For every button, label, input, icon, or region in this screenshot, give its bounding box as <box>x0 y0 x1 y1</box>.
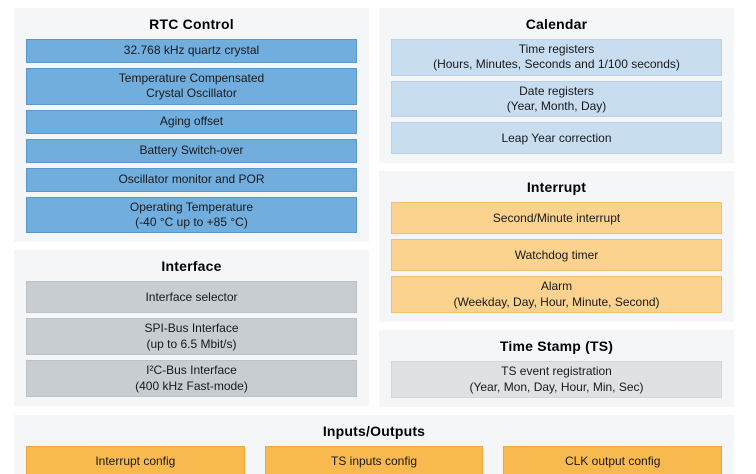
section-interface: Interface Interface selector SPI-Bus Int… <box>14 250 369 406</box>
section-title-calendar: Calendar <box>525 16 588 32</box>
section-title-interrupt: Interrupt <box>526 179 587 196</box>
box-interface-selector: Interface selector <box>26 281 357 314</box>
box-watchdog-timer: Watchdog timer <box>391 239 722 272</box>
section-interrupt: Interrupt Second/Minute interrupt Watchd… <box>379 171 734 323</box>
box-spi-bus: SPI-Bus Interface (up to 6.5 Mbit/s) <box>26 318 357 356</box>
box-operating-temperature: Operating Temperature (-40 °C up to +85 … <box>26 196 357 234</box>
box-time-registers: Time registers (Hours, Minutes, Seconds … <box>391 39 722 76</box>
io-box-row: Interrupt config TS inputs config CLK ou… <box>26 445 723 474</box>
box-alarm: Alarm (Weekday, Day, Hour, Minute, Secon… <box>391 276 722 314</box>
box-second-minute-interrupt: Second/Minute interrupt <box>391 202 722 235</box>
box-tcxo: Temperature Compensated Crystal Oscillat… <box>26 68 357 105</box>
box-quartz-crystal: 32.768 kHz quartz crystal <box>26 39 357 63</box>
box-i2c-bus: I²C-Bus Interface (400 kHz Fast-mode) <box>26 360 357 397</box>
box-interrupt-config: Interrupt config <box>26 445 245 474</box>
box-leap-year-correction: Leap Year correction <box>391 122 722 155</box>
diagram-columns: RTC Control 32.768 kHz quartz crystal Te… <box>14 8 734 407</box>
section-time-stamp: Time Stamp (TS) TS event registration (Y… <box>379 330 734 407</box>
section-title-time-stamp: Time Stamp (TS) <box>499 338 614 355</box>
section-rtc-control: RTC Control 32.768 kHz quartz crystal Te… <box>14 8 369 243</box>
box-aging-offset: Aging offset <box>26 109 357 134</box>
box-oscillator-monitor-por: Oscillator monitor and POR <box>26 167 357 192</box>
section-title-interface: Interface <box>161 258 222 275</box>
section-inputs-outputs: Inputs/Outputs Interrupt config TS input… <box>14 414 734 474</box>
section-calendar: Calendar Time registers (Hours, Minutes,… <box>379 8 734 164</box>
box-clk-output-config: CLK output config <box>503 445 723 474</box>
section-title-rtc-control: RTC Control <box>149 16 234 32</box>
section-title-inputs-outputs: Inputs/Outputs <box>322 422 426 439</box>
box-date-registers: Date registers (Year, Month, Day) <box>391 80 722 118</box>
right-column: Calendar Time registers (Hours, Minutes,… <box>379 8 734 407</box>
box-ts-event-registration: TS event registration (Year, Mon, Day, H… <box>391 361 722 398</box>
box-battery-switchover: Battery Switch-over <box>26 138 357 163</box>
left-column: RTC Control 32.768 kHz quartz crystal Te… <box>14 8 369 407</box>
box-ts-inputs-config: TS inputs config <box>264 445 484 474</box>
